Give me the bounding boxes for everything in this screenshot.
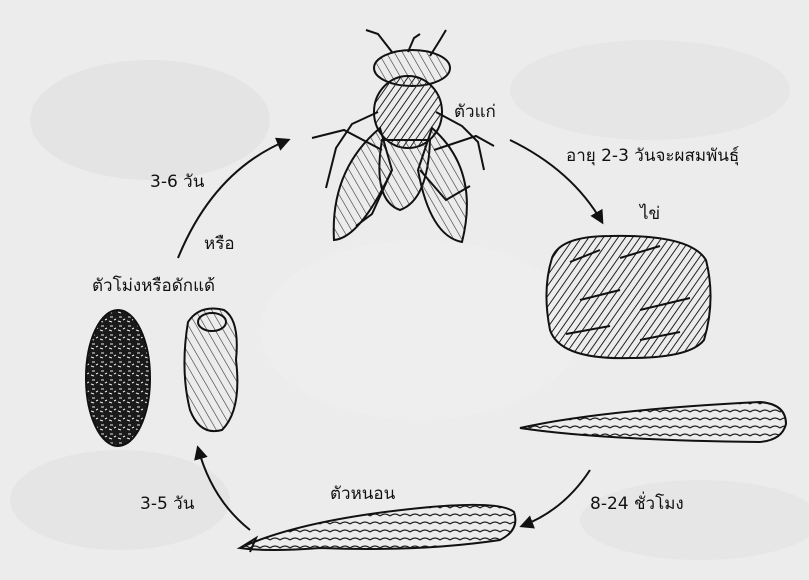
label-adult: ตัวแก่: [454, 104, 496, 121]
label-pupa-duration: 3-5 วัน: [140, 496, 194, 513]
larva-right: [520, 402, 786, 442]
larva-bottom: [240, 505, 515, 552]
label-larva-duration: 8-24 ชั่วโมง: [590, 496, 684, 513]
label-pupa: ตัวโม่งหรือดักแด้: [92, 278, 215, 295]
label-or: หรือ: [204, 236, 235, 253]
arrow-egg-to-larva: [522, 470, 590, 526]
label-mating-age: อายุ 2-3 วันจะผสมพันธุ์: [566, 148, 739, 165]
egg-cluster: [546, 236, 710, 358]
label-larva: ตัวหนอน: [330, 486, 395, 503]
pupa-dark: [86, 310, 150, 446]
label-egg: ไข่: [640, 206, 660, 223]
label-adult-duration: 3-6 วัน: [150, 174, 204, 191]
adult-fly: [312, 30, 494, 242]
pupa-light: [184, 309, 237, 432]
